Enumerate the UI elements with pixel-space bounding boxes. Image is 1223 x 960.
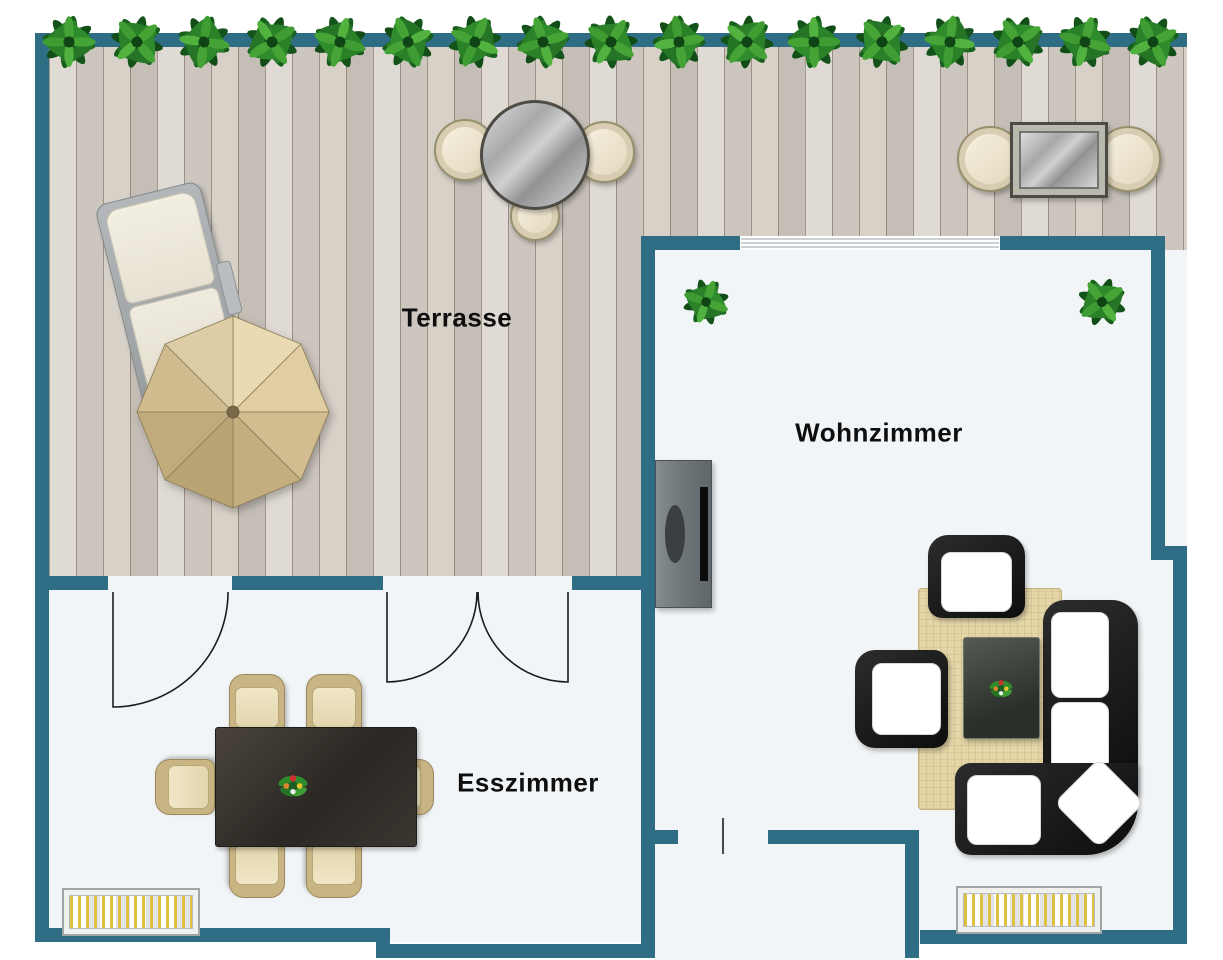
armchair-top-cushion [941,552,1012,612]
room-label-terrasse: Terrasse [401,302,513,333]
armchair-left-cushion [872,663,941,735]
sofa-cushion [967,775,1041,845]
tv-sideboard [655,460,712,608]
armchair-top [928,535,1025,618]
armchair-left [855,650,948,748]
wall-livingroom-top-a [641,236,740,250]
wall-livingroom-top-b [1000,236,1165,250]
wall-corridor-b [768,830,905,844]
lounger-backrest-cushion [103,189,217,306]
sliding-door-window [740,236,1000,250]
radiator-dining [62,888,200,936]
wall-right-lower [1173,546,1187,944]
wall-left [35,33,49,942]
wall-bottom-dining-b [376,944,655,958]
wall-corridor-a [655,830,678,844]
coffee-table-plant-icon [986,673,1016,703]
dining-chair [306,838,362,898]
lounge-table [1010,122,1108,198]
tv-sideboard-detail [665,505,685,563]
sofa-bottom-section [955,757,1145,855]
radiator-living [956,886,1102,934]
room-label-esszimmer: Esszimmer [457,767,599,798]
dining-centerpiece-icon [274,766,312,804]
wall-terrace-dining-b [232,576,383,590]
sofa-corner-cushion [1053,757,1145,849]
radiator-fins [69,895,193,929]
wall-center-vertical [641,236,655,958]
wall-terrace-dining-c [572,576,655,590]
corridor-floor [655,844,905,960]
sofa-group [855,535,1145,855]
hedge-row [35,3,1187,83]
coffee-table [963,637,1040,739]
bistro-table [480,100,590,210]
dining-chair [229,838,285,898]
radiator-fins [963,893,1095,927]
parasol [133,312,333,512]
dining-chair [229,674,285,734]
lounge-table-glass [1019,131,1099,189]
dining-table [215,727,417,847]
dining-chair [155,759,215,815]
dining-chair [306,674,362,734]
wall-corridor-right [905,830,919,958]
wall-terrace-dining-a [35,576,108,590]
tv-screen [700,487,708,581]
room-label-wohnzimmer: Wohnzimmer [795,417,963,448]
wall-right-upper [1151,236,1165,560]
sofa-cushion [1051,612,1109,698]
